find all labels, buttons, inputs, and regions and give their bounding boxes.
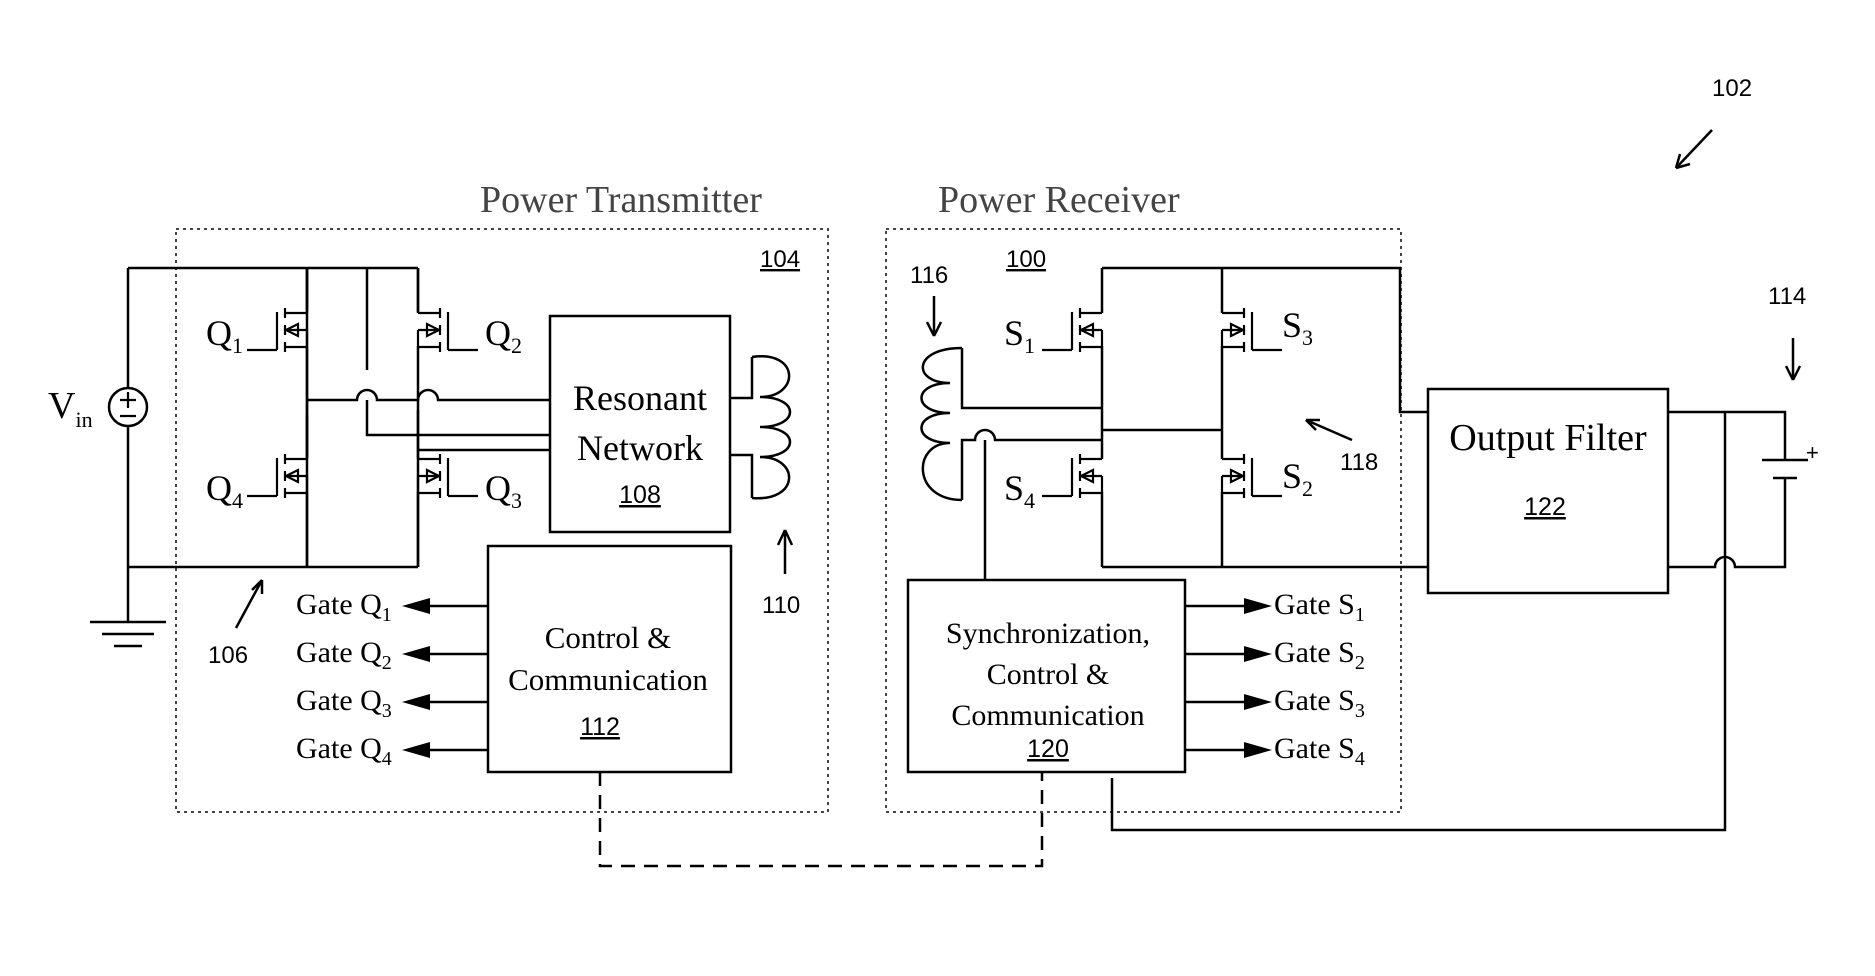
gate-s3-label: Gate S3 (1274, 684, 1365, 722)
coil-110-ref: 110 (762, 530, 800, 619)
switch-s4: S4 (1004, 454, 1102, 513)
gate-q4-label: Gate Q4 (296, 732, 392, 770)
switch-s3-label: S3 (1282, 305, 1313, 350)
coil-110-label: 110 (762, 592, 800, 619)
transmitter-coil-icon (730, 356, 790, 498)
switch-s2: S2 (1222, 454, 1313, 501)
gate-s1-label: Gate S1 (1274, 588, 1365, 626)
gate-s4-label: Gate S4 (1274, 732, 1365, 770)
battery-plus: + (1806, 440, 1819, 465)
transmitter-title: Power Transmitter (480, 179, 762, 221)
gate-s-outputs: Gate S1 Gate S2 Gate S3 Gate S4 (1185, 588, 1365, 770)
rx-control-line1: Synchronization, (946, 617, 1150, 650)
resonant-line1: Resonant (573, 378, 707, 418)
receiver-title: Power Receiver (938, 179, 1180, 221)
figure-ref: 102 (1676, 75, 1752, 168)
figure-ref-label: 102 (1712, 75, 1752, 102)
switch-q1-label: Q1 (206, 313, 243, 358)
battery-ref-label: 114 (1768, 283, 1806, 310)
rx-control-line2: Control & (987, 658, 1110, 691)
switch-q4: Q4 (206, 454, 307, 513)
switch-q1: Q1 (206, 308, 307, 358)
figure-ref-arrow (1676, 130, 1712, 168)
switch-q3: Q3 (418, 454, 522, 513)
output-filter-label: Output Filter (1449, 417, 1647, 459)
rectifier-ref: 118 (1306, 420, 1378, 476)
tx-control-line2: Communication (508, 662, 708, 697)
switch-s1: S1 (1004, 308, 1102, 358)
switch-q4-label: Q4 (206, 468, 243, 513)
communication-link (600, 772, 1042, 866)
power-receiver: Power Receiver 100 116 S1 S (886, 179, 1428, 812)
transmitter-control-block: Control & Communication 112 (488, 546, 731, 772)
coil-116-ref: 116 (910, 262, 948, 336)
tx-control-ref: 112 (580, 713, 620, 741)
receiver-h-bridge (985, 268, 1428, 580)
resonant-network-block: Resonant Network 108 (550, 316, 730, 532)
switch-q3-label: Q3 (485, 468, 522, 513)
transmitter-ref: 104 (760, 246, 800, 273)
battery-ref: 114 (1768, 283, 1806, 380)
output-filter-ref: 122 (1524, 493, 1566, 521)
inverter-ref-label: 106 (208, 642, 248, 669)
ground-icon (90, 567, 166, 646)
resonant-ref: 108 (619, 481, 661, 509)
rx-control-ref: 120 (1027, 735, 1069, 763)
switch-s2-label: S2 (1282, 456, 1313, 501)
gate-q2-label: Gate Q2 (296, 636, 392, 674)
receiver-ref: 100 (1006, 246, 1046, 273)
power-transmitter: Power Transmitter 104 Vin (48, 179, 828, 812)
output-filter-block: Output Filter 122 (1428, 389, 1668, 593)
source-label: Vin (48, 385, 93, 432)
coil-116-label: 116 (910, 262, 948, 289)
gate-q-outputs: Gate Q1 Gate Q2 Gate Q3 Gate Q4 (296, 588, 488, 770)
switch-s3: S3 (1222, 305, 1313, 352)
switch-q2: Q2 (418, 308, 522, 358)
switch-s1-label: S1 (1004, 313, 1035, 358)
gate-s2-label: Gate S2 (1274, 636, 1365, 674)
rectifier-ref-label: 118 (1340, 449, 1378, 476)
tx-control-line1: Control & (545, 620, 672, 655)
switch-q2-label: Q2 (485, 313, 522, 358)
gate-q3-label: Gate Q3 (296, 684, 392, 722)
inverter-ref: 106 (208, 580, 262, 669)
resonant-line2: Network (577, 428, 703, 468)
voltage-source: Vin (48, 268, 147, 567)
switch-s4-label: S4 (1004, 468, 1035, 513)
gate-q1-label: Gate Q1 (296, 588, 392, 626)
rx-control-line3: Communication (951, 699, 1144, 732)
battery-icon: + (1762, 440, 1819, 478)
receiver-control-block: Synchronization, Control & Communication… (908, 580, 1185, 772)
